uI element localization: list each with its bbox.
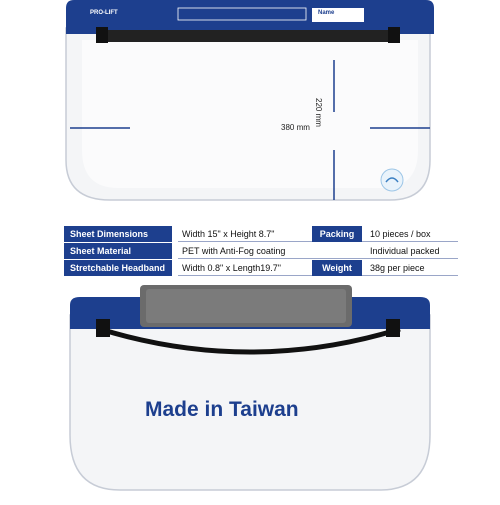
spec-table-right: Packing 10 pieces / box Individual packe…: [64, 224, 458, 276]
made-in-caption: Made in Taiwan: [145, 398, 299, 421]
width-dimension-label: 380 mm: [281, 123, 310, 132]
spec-row-right: Packing 10 pieces / box: [64, 226, 458, 242]
visor: [69, 314, 431, 491]
spec-label: Sheet Dimensions: [64, 226, 172, 242]
spec-label-right: Weight: [312, 260, 362, 276]
foam-pad-top: [146, 289, 346, 323]
spec-label: Stretchable Headband: [64, 260, 172, 276]
bottom-shield-illustration: [69, 285, 431, 491]
spec-label-right: Packing: [312, 226, 362, 242]
strap-clip-right: [388, 27, 400, 43]
seal-mark: [385, 177, 399, 183]
spec-value: Width 15" x Height 8.7": [178, 226, 370, 242]
name-tag-text: Name: [318, 10, 335, 16]
spec-value: PET with Anti-Fog coating: [178, 243, 370, 259]
brand-text: PRO-LIFT: [90, 10, 118, 16]
spec-row: Sheet Dimensions Width 15" x Height 8.7": [64, 226, 447, 242]
band-label-box: [177, 7, 307, 21]
spec-value-right: 10 pieces / box: [366, 226, 458, 242]
strap-clip-left: [96, 27, 108, 43]
spec-row: Stretchable Headband Width 0.8" x Length…: [64, 260, 447, 276]
visor-highlight: [82, 40, 418, 188]
spec-row: Sheet Material PET with Anti-Fog coating: [64, 243, 447, 259]
band-name-box: [312, 8, 364, 22]
bottom-face-shield: [0, 285, 500, 500]
top-shield-illustration: [65, 0, 434, 201]
spec-label: Sheet Material: [64, 243, 172, 259]
elastic-strap: [99, 326, 401, 355]
strap-clip-left: [96, 319, 110, 337]
spec-value-right: 38g per piece: [366, 260, 458, 276]
height-dimension-label: 220 mm: [314, 98, 323, 127]
strap-clip-right: [386, 319, 400, 337]
top-band: [66, 0, 434, 34]
seal-logo: [380, 168, 404, 192]
spec-row-right: Weight 38g per piece: [64, 260, 458, 276]
top-face-shield: PRO-LIFT Name 380 mm 220 mm: [0, 0, 500, 215]
spec-row-right: Individual packed: [64, 243, 458, 259]
spec-table: Sheet Dimensions Width 15" x Height 8.7"…: [64, 224, 447, 276]
spec-value-right: Individual packed: [366, 243, 458, 259]
spec-value: Width 0.8" x Length19.7": [178, 260, 370, 276]
headband-strap: [100, 30, 396, 42]
